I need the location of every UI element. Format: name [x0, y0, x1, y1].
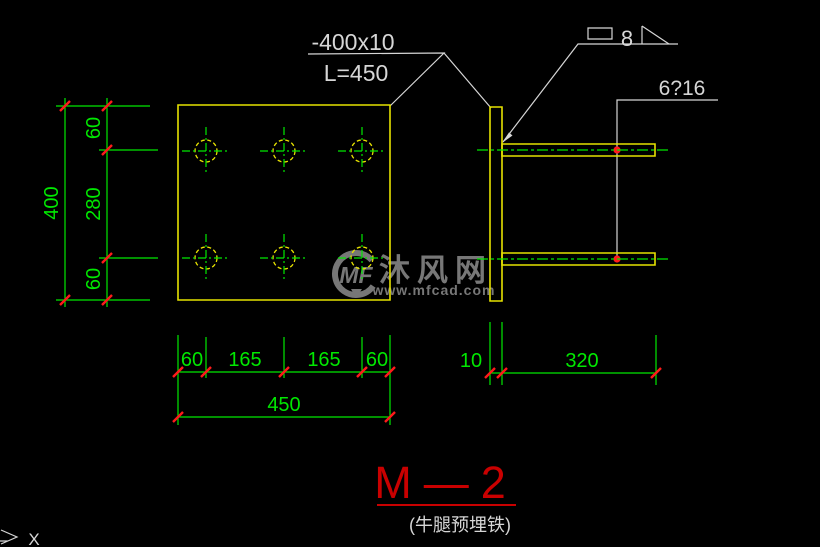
watermark-logo-swoosh-icon	[327, 245, 385, 303]
dimension-bottom-lines	[178, 335, 390, 425]
watermark-site-url: www.mfcad.com	[372, 282, 496, 298]
dimension-bottom: 60 165 165 60 450	[173, 335, 395, 425]
dimension-left: 400 60 280 60	[41, 98, 158, 307]
plate-length-label: L=450	[324, 60, 389, 86]
rebar-callout: 6?16	[613, 77, 718, 263]
dim-bottom-seg: 60	[181, 349, 203, 371]
drawing-caption: (牛腿预埋铁)	[409, 515, 511, 535]
ucs-axis-indicator: X	[0, 530, 40, 547]
watermark-logo-triangle-icon	[351, 289, 362, 298]
weld-size-label: 8	[621, 26, 633, 51]
dim-bottom-overall: 450	[267, 394, 300, 416]
main-plate-outline	[178, 105, 390, 300]
dim-left-seg: 60	[83, 268, 105, 290]
bolt-hole	[338, 234, 386, 282]
plate-spec-label: -400x10	[311, 29, 394, 55]
x-axis-arrow-icon	[0, 530, 17, 544]
weld-leader-line	[503, 44, 678, 142]
dimension-side-lines	[490, 322, 656, 385]
plate-spec-callout: -400x10 L=450	[308, 29, 491, 108]
side-plate-outline	[490, 107, 502, 301]
dimension-left-ticks	[60, 101, 112, 305]
fillet-weld-triangle-icon	[642, 26, 669, 44]
plate-spec-leader-line	[308, 53, 491, 108]
bolt-hole	[338, 127, 386, 175]
dimension-bottom-ticks	[173, 367, 395, 422]
dim-left-overall: 400	[41, 186, 63, 219]
bolt-hole	[260, 127, 308, 175]
title-block: M—2 (牛腿预埋铁)	[374, 457, 518, 535]
dim-bottom-seg: 60	[366, 349, 388, 371]
dim-side-thickness: 10	[460, 350, 482, 372]
side-view	[477, 107, 671, 301]
dim-bottom-seg: 165	[307, 349, 340, 371]
drawing-title: M—2	[374, 457, 518, 508]
anchor-bar-centerlines	[477, 150, 671, 259]
watermark-site-name: 沐风网	[379, 253, 493, 288]
bolt-hole	[182, 234, 230, 282]
dim-left-seg: 280	[83, 187, 105, 220]
bolt-hole	[260, 234, 308, 282]
dim-left-seg: 60	[83, 117, 105, 139]
rebar-spec-label: 6?16	[659, 77, 706, 100]
weld-leader-arrowhead-icon	[502, 132, 513, 143]
dim-side-bar-span: 320	[565, 350, 598, 372]
bolt-holes	[182, 127, 386, 282]
rebar-leader-line	[617, 100, 718, 259]
weld-symbol: 8	[502, 26, 678, 143]
watermark-logo-icon: MF	[339, 262, 373, 288]
dimension-left-lines	[56, 98, 158, 307]
watermark: MF 沐风网 www.mfcad.com	[327, 245, 496, 303]
x-axis-label: X	[28, 530, 39, 547]
dim-bottom-seg: 165	[228, 349, 261, 371]
bolt-hole	[182, 127, 230, 175]
weld-field-flag-icon	[588, 28, 612, 39]
dimension-side-ticks	[485, 368, 661, 378]
dimension-side: 10 320	[460, 322, 661, 385]
